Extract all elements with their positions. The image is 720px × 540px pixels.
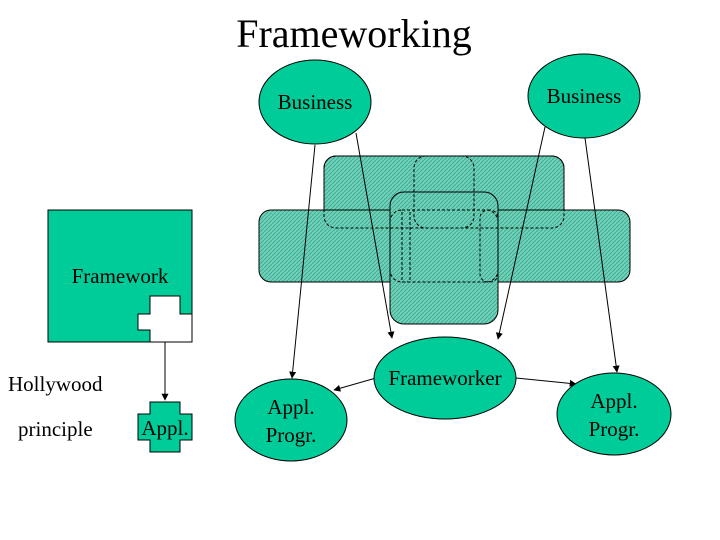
appl-progr-left-line2: Progr.	[266, 423, 317, 447]
arrows	[289, 126, 620, 392]
arrow-business-right-to-appl-right	[584, 137, 620, 373]
frameworker-label: Frameworker	[388, 366, 501, 390]
arrow-frameworker-to-appl-left	[333, 377, 377, 392]
framework-puzzle-notch	[137, 295, 193, 343]
arrow-frameworker-to-appl-right	[515, 377, 577, 387]
hatched-tall-rect	[389, 191, 499, 325]
arrow-business-right-to-frameworker	[495, 126, 546, 340]
framework-box: Framework	[47, 209, 193, 343]
appl-progr-right-line1: Appl.	[590, 389, 637, 413]
page-title: Frameworking	[236, 11, 472, 56]
appl-progr-left-line1: Appl.	[267, 395, 314, 419]
business-right-label: Business	[547, 84, 622, 108]
appl-puzzle-piece: Appl.	[137, 401, 193, 453]
hollywood-text-line2: principle	[18, 417, 93, 441]
appl-progr-left-node: Appl. Progr.	[234, 378, 348, 462]
frameworker-node: Frameworker	[373, 336, 517, 420]
appl-progr-right-node: Appl. Progr.	[556, 372, 672, 456]
appl-piece-label: Appl.	[141, 416, 188, 440]
framework-overlap-shapes	[258, 155, 631, 325]
framework-label: Framework	[72, 264, 169, 288]
business-left-label: Business	[278, 90, 353, 114]
arrow-business-left-to-appl-left	[289, 144, 316, 379]
business-right-node: Business	[527, 53, 641, 139]
hollywood-text-line1: Hollywood	[8, 372, 103, 396]
arrow-business-left-to-frameworker	[355, 132, 395, 339]
appl-progr-right-line2: Progr.	[589, 417, 640, 441]
business-left-node: Business	[258, 59, 372, 145]
